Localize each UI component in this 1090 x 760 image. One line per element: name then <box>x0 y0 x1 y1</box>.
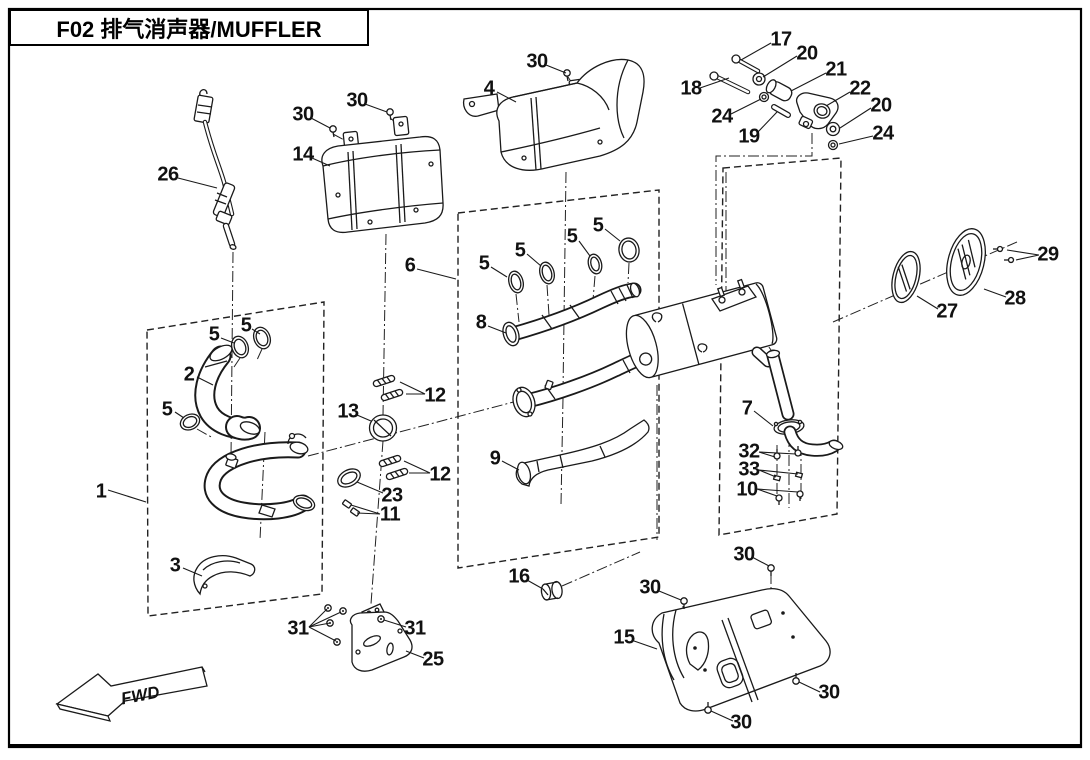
pipe-heat-shield-9 <box>515 419 650 487</box>
centerlines <box>196 76 1018 707</box>
leader-lines <box>107 42 1040 722</box>
front-elbow-pipe-2 <box>194 344 261 441</box>
mid-pipe <box>512 347 658 418</box>
screw-30 <box>792 673 800 685</box>
screw-30 <box>767 564 775 576</box>
heat-shield-3 <box>193 555 256 596</box>
gaskets-5-center <box>508 237 640 294</box>
gaskets-5-left <box>179 326 272 431</box>
bolt-10 <box>775 494 783 505</box>
tailpipe-7 <box>765 349 844 505</box>
springs-and-gaskets <box>337 374 409 517</box>
bolt-10 <box>796 490 804 501</box>
heat-shield-15 <box>651 564 831 714</box>
spark-arrestor-caps <box>891 228 1015 304</box>
assembly-boxes <box>146 157 842 617</box>
front-exhaust-pipe-8 <box>502 282 642 347</box>
screw-29 <box>1004 256 1015 264</box>
bolt-31 <box>339 607 347 615</box>
fwd-direction-marker: FWD <box>55 666 208 722</box>
rubber-bushing-16 <box>540 580 563 601</box>
nut-32 <box>773 449 781 460</box>
screw-30 <box>563 69 571 82</box>
title-block: F02 排气消声器/MUFFLER <box>9 9 369 46</box>
muffler-body <box>625 278 778 379</box>
nut-32 <box>794 446 802 457</box>
screw-30 <box>704 702 712 714</box>
heat-shield-14 <box>321 108 444 234</box>
oxygen-sensor <box>193 89 237 250</box>
mount-bracket-25 <box>324 603 413 672</box>
screw-29 <box>993 245 1004 253</box>
screw-30 <box>680 597 688 609</box>
hanger-bracket-assembly <box>709 54 841 151</box>
washer-33 <box>794 471 804 479</box>
screw-30 <box>386 108 394 121</box>
front-pipe-assembly-1 <box>203 432 316 521</box>
page-border <box>7 7 1083 749</box>
screw-30 <box>329 125 337 138</box>
page-title: F02 排气消声器/MUFFLER <box>56 16 322 42</box>
heat-shield-4 <box>462 58 645 171</box>
bolt-31 <box>377 615 385 623</box>
